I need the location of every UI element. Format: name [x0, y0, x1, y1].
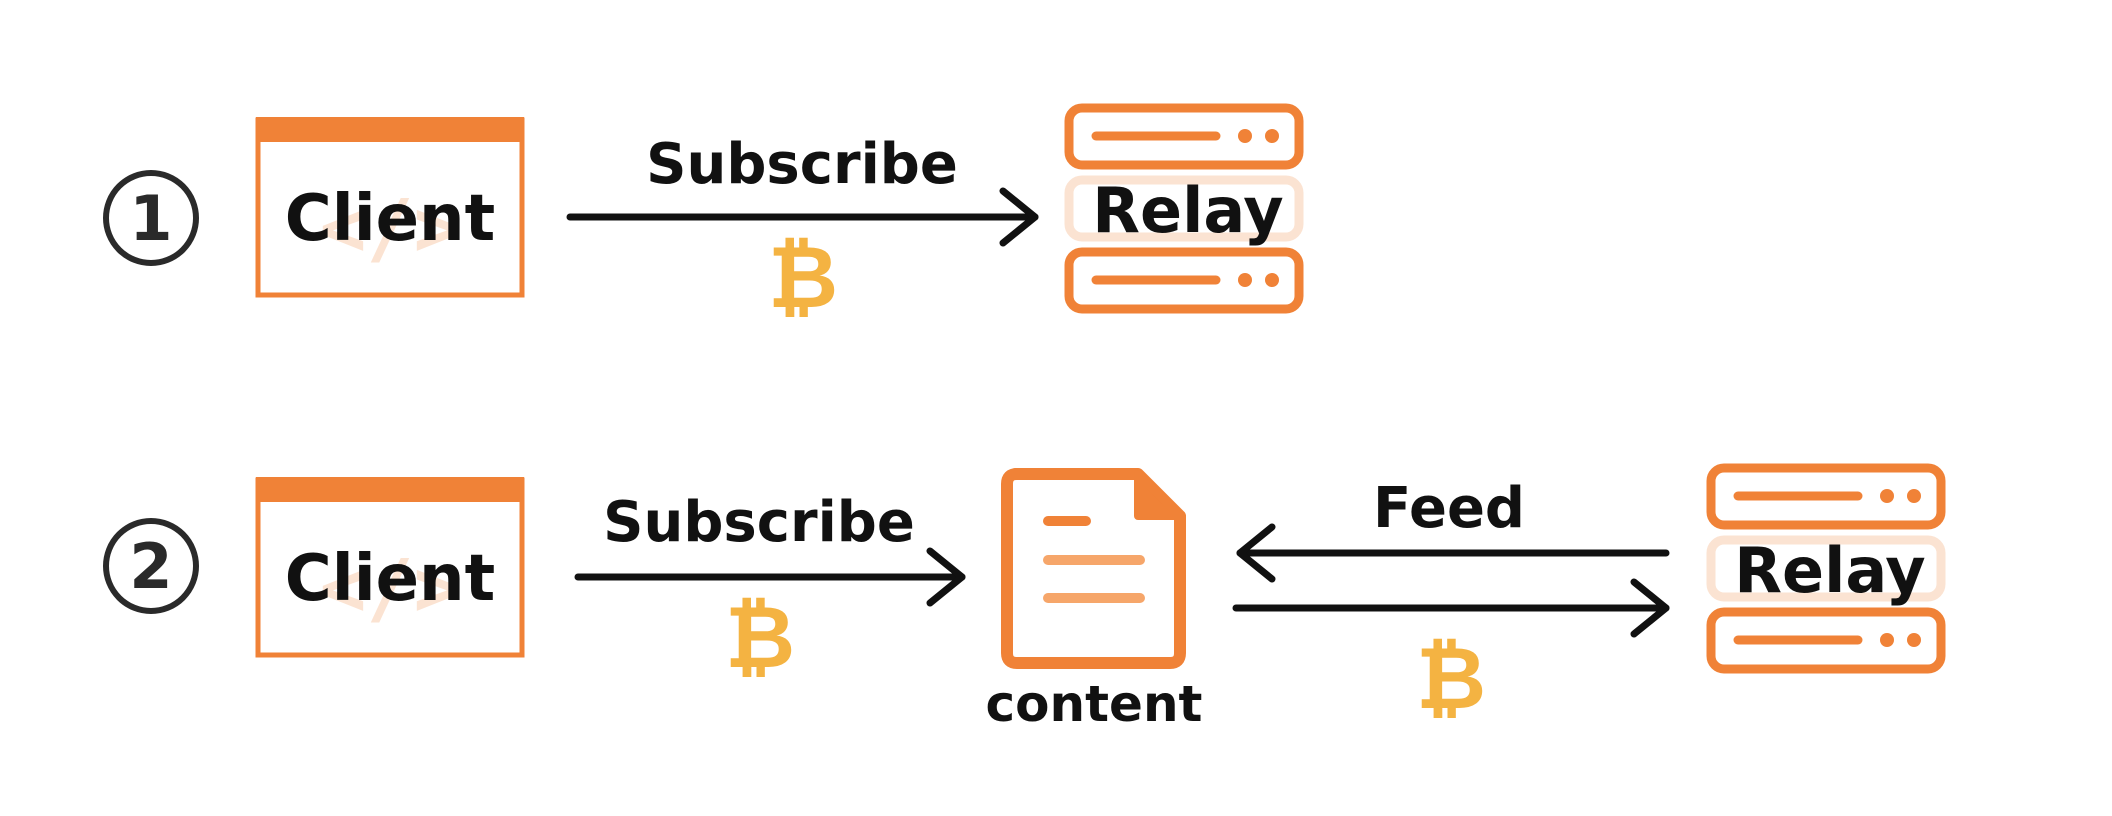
relay-label-1: Relay [1092, 174, 1283, 247]
content-document: content [986, 468, 1203, 733]
client-window-1: </> Client [255, 117, 525, 298]
relay-server-2: Relay [1706, 463, 1946, 674]
client-window-2: </> Client [255, 477, 525, 658]
relay-server-1: Relay [1064, 103, 1304, 314]
code-icon: </> [320, 544, 461, 634]
feed-arrow: Feed [1236, 476, 1670, 583]
relay-label-2: Relay [1734, 534, 1925, 607]
feed-label: Feed [1373, 476, 1525, 541]
subscribe-arrow-1: Subscribe ₿ [566, 132, 1039, 328]
row-2: 2 </> Client Subscribe ₿ content Feed [103, 463, 1946, 733]
subscribe-label-1: Subscribe [646, 132, 958, 197]
step-1-badge: 1 [103, 170, 199, 266]
payment-arrow: ₿ [1232, 578, 1670, 729]
bitcoin-icon: ₿ [1416, 629, 1486, 729]
content-label: content [986, 675, 1203, 733]
subscribe-label-2: Subscribe [603, 490, 915, 555]
step-2-number: 2 [129, 530, 172, 603]
row-1: 1 </> Client Subscribe ₿ Relay [103, 103, 1304, 328]
step-1-number: 1 [129, 182, 172, 255]
subscribe-arrow-2: Subscribe ₿ [574, 490, 966, 688]
bitcoin-icon: ₿ [725, 588, 795, 688]
client-label-1: Client [285, 182, 495, 256]
bitcoin-icon: ₿ [768, 228, 838, 328]
code-icon: </> [320, 184, 461, 274]
step-2-badge: 2 [103, 518, 199, 614]
client-label-2: Client [285, 542, 495, 616]
